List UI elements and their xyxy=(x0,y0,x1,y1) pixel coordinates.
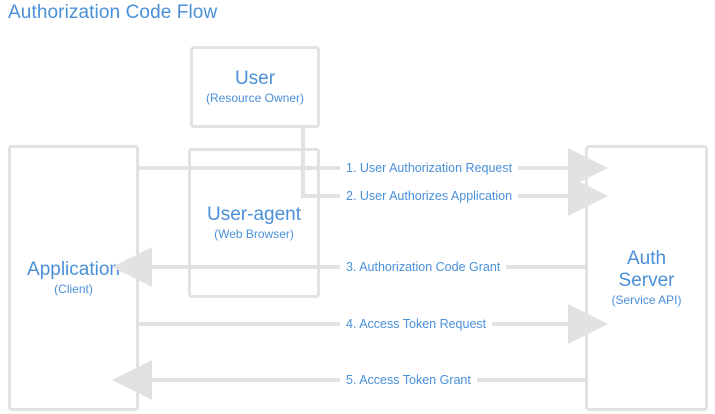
step-label-5: 5. Access Token Grant xyxy=(340,373,477,387)
node-auth-server-subtitle: (Service API) xyxy=(611,293,682,307)
node-user-agent-subtitle: (Web Browser) xyxy=(214,227,294,241)
step-label-2: 2. User Authorizes Application xyxy=(340,189,519,203)
step-label-3: 3. Authorization Code Grant xyxy=(340,260,507,274)
node-user-agent-title: User-agent xyxy=(207,204,301,225)
node-application-title: Application xyxy=(27,259,120,280)
step-label-4: 4. Access Token Request xyxy=(340,317,493,331)
node-user-title: User xyxy=(234,68,276,89)
node-application-subtitle: (Client) xyxy=(54,282,93,296)
node-auth-server-title-line1: Auth xyxy=(626,248,667,269)
step-label-1: 1. User Authorization Request xyxy=(340,161,519,175)
node-auth-server[interactable]: Auth Server (Service API) xyxy=(585,145,708,411)
node-user-subtitle: (Resource Owner) xyxy=(205,91,305,105)
node-application[interactable]: Application (Client) xyxy=(8,145,139,411)
node-user[interactable]: User (Resource Owner) xyxy=(190,46,320,128)
node-user-agent-label: User-agent (Web Browser) xyxy=(201,202,307,244)
page-title: Authorization Code Flow xyxy=(8,2,218,23)
node-user-agent[interactable]: User-agent (Web Browser) xyxy=(188,148,320,298)
node-auth-server-title-line2: Server xyxy=(618,270,675,291)
